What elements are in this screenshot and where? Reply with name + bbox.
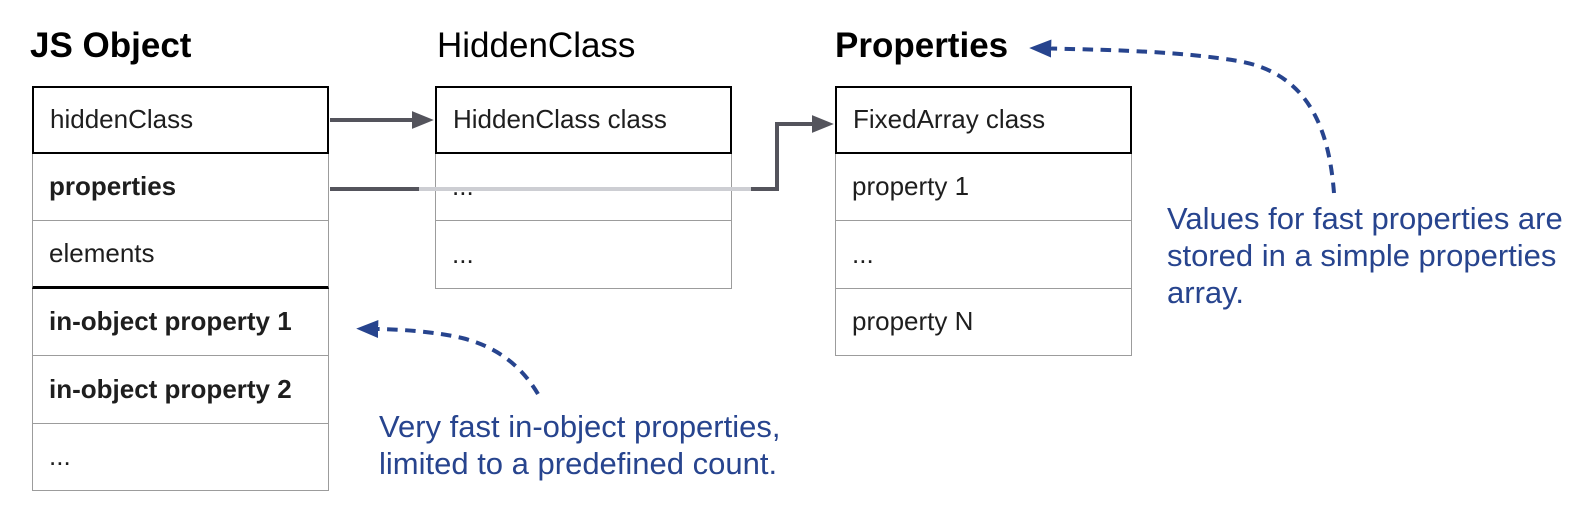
- js-object-title: JS Object: [30, 26, 192, 65]
- row-ellipsis: ...: [435, 221, 732, 289]
- properties-pointer-arrow-elbow: [751, 115, 834, 191]
- js-object-table: hiddenClass properties elements in-objec…: [32, 86, 329, 491]
- row-elements: elements: [32, 221, 329, 289]
- properties-array-table: FixedArray class property 1 ... property…: [835, 86, 1132, 356]
- in-object-properties-note: Very fast in-object properties, limited …: [379, 408, 780, 482]
- row-properties: properties: [32, 153, 329, 221]
- row-hiddenclass: hiddenClass: [32, 86, 329, 154]
- hidden-class-table: HiddenClass class ... ...: [435, 86, 732, 289]
- note-line: limited to a predefined count.: [379, 446, 778, 481]
- note-line: array.: [1167, 275, 1244, 310]
- properties-title: Properties: [835, 26, 1009, 65]
- row-in-object-property-2: in-object property 2: [32, 356, 329, 424]
- note-line: Very fast in-object properties,: [379, 409, 781, 444]
- row-property-n: property N: [835, 288, 1132, 356]
- row-ellipsis: ...: [835, 221, 1132, 289]
- fast-properties-note: Values for fast properties are stored in…: [1167, 200, 1563, 311]
- hidden-class-title: HiddenClass: [437, 26, 636, 65]
- row-fixedarray-class: FixedArray class: [835, 86, 1132, 154]
- in-object-annotation-arrow: [356, 320, 540, 396]
- row-property-1: property 1: [835, 153, 1132, 221]
- row-hiddenclass-class: HiddenClass class: [435, 86, 732, 154]
- row-ellipsis: ...: [32, 423, 329, 491]
- row-ellipsis: ...: [435, 153, 732, 221]
- note-line: stored in a simple properties: [1167, 238, 1557, 273]
- row-in-object-property-1: in-object property 1: [32, 288, 329, 356]
- note-line: Values for fast properties are: [1167, 201, 1563, 236]
